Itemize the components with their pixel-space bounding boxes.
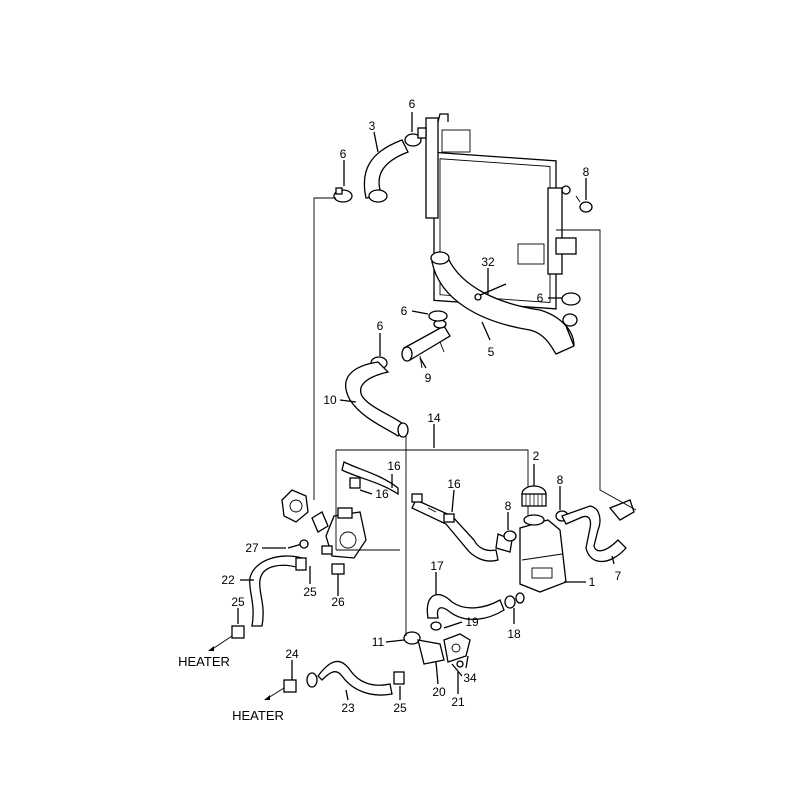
callout-6: 6 — [409, 97, 416, 111]
callout-16: 16 — [447, 477, 461, 491]
reservoir-cap — [521, 485, 547, 507]
bolt-32 — [474, 283, 507, 301]
reservoir-hose-7 — [561, 499, 635, 563]
callout-16: 16 — [375, 487, 389, 501]
callout-7: 7 — [615, 569, 622, 583]
callout-32: 32 — [481, 255, 495, 269]
callout-16: 16 — [387, 459, 401, 473]
clamp-8-radiator — [575, 195, 593, 213]
callout-8: 8 — [557, 473, 564, 487]
callout-19: 19 — [465, 615, 479, 629]
callout-8: 8 — [505, 499, 512, 513]
callout-23: 23 — [341, 701, 355, 715]
clamp-6-pipe — [428, 310, 448, 322]
callout-21: 21 — [451, 695, 465, 709]
callout-17: 17 — [430, 559, 444, 573]
callout-1: 1 — [589, 575, 596, 589]
callout-5: 5 — [488, 345, 495, 359]
callout-10: 10 — [323, 393, 337, 407]
metal-pipe-9 — [401, 319, 451, 369]
bypass-pipe-assembly-box — [335, 449, 529, 562]
callout-11: 11 — [372, 635, 385, 649]
clamp-6-lower-hose — [561, 292, 581, 306]
heater-hose-22 — [231, 555, 307, 639]
radiator — [425, 113, 577, 310]
callout-26: 26 — [331, 595, 345, 609]
upper-radiator-hose — [363, 139, 409, 203]
connection-lines — [208, 197, 637, 700]
callout-20: 20 — [432, 685, 446, 699]
reservoir-outlet-hose-17 — [426, 592, 525, 620]
callout-6: 6 — [340, 147, 347, 161]
callout-22: 22 — [221, 573, 235, 587]
heater-label-lower: HEATER — [232, 708, 284, 723]
hose-10 — [345, 361, 409, 438]
callout-27: 27 — [245, 541, 259, 555]
leader-lines — [237, 112, 615, 701]
callout-34: 34 — [463, 671, 477, 685]
callout-6: 6 — [401, 304, 408, 318]
callout-3: 3 — [369, 119, 376, 133]
callout-25: 25 — [231, 595, 245, 609]
callout-8: 8 — [583, 165, 590, 179]
callout-24: 24 — [285, 647, 299, 661]
thermostat-housing — [281, 489, 367, 575]
callout-2: 2 — [533, 449, 540, 463]
heater-hose-23 — [283, 660, 405, 696]
callout-9: 9 — [425, 371, 432, 385]
water-inlet-assembly — [403, 621, 471, 677]
heater-label-upper: HEATER — [178, 654, 230, 669]
callout-25: 25 — [393, 701, 407, 715]
clamp-6-top-left — [333, 187, 353, 203]
clamp-8-bypass — [503, 530, 517, 542]
lower-radiator-hose — [430, 251, 578, 355]
clamp-6-top-right — [404, 127, 427, 147]
callout-6: 6 — [377, 319, 384, 333]
coolant-reservoir — [519, 514, 567, 593]
callout-numbers: 6 3 6 8 32 6 6 5 6 9 10 14 16 16 16 2 8 … — [178, 97, 622, 723]
callout-25: 25 — [303, 585, 317, 599]
callout-14: 14 — [427, 411, 441, 425]
callout-18: 18 — [507, 627, 521, 641]
callout-6: 6 — [537, 291, 544, 305]
